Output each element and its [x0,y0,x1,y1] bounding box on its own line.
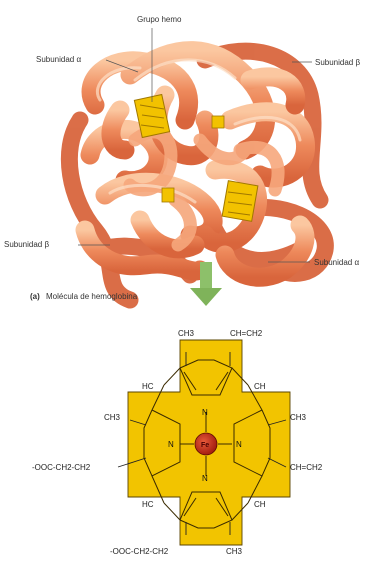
substituent-top-right: CH=CH2 [230,329,263,338]
heme-structure: N N N N Fe HC CH HC CH CH3 CH=CH2 CH3 CH… [32,329,323,556]
substituent-bottom-left: -OOC-CH2-CH2 [110,547,169,556]
nitrogen-top: N [202,408,208,417]
substituent-bottom-right: CH3 [226,547,243,556]
meso-hc-top-left: HC [142,382,154,391]
caption-letter: (a) [30,292,40,301]
nitrogen-left: N [168,440,174,449]
substituent-left-upper: CH3 [104,413,121,422]
heme-group-lower [222,181,258,222]
subunit-alpha-bottom-label: Subunidad α [314,258,359,267]
caption: (a) Molécula de hemoglobina [30,292,138,301]
meso-ch-bottom-right: CH [254,500,266,509]
nitrogen-bottom: N [202,474,208,483]
subunit-alpha-top-label: Subunidad α [36,55,81,64]
hemoglobin-protein [69,51,325,300]
nitrogen-right: N [236,440,242,449]
subunit-beta-top-label: Subunidad β [315,58,360,67]
caption-text: Molécula de hemoglobina [46,292,138,301]
iron-label: Fe [201,442,209,449]
substituent-top-left: CH3 [178,329,195,338]
meso-hc-bottom-left: HC [142,500,154,509]
substituent-left-lower: -OOC-CH2-CH2 [32,463,91,472]
heme-group-label: Grupo hemo [137,15,182,24]
meso-ch-top-right: CH [254,382,266,391]
substituent-right-upper: CH3 [290,413,307,422]
substituent-right-lower: CH=CH2 [290,463,323,472]
subunit-beta-bottom-label: Subunidad β [4,240,49,249]
